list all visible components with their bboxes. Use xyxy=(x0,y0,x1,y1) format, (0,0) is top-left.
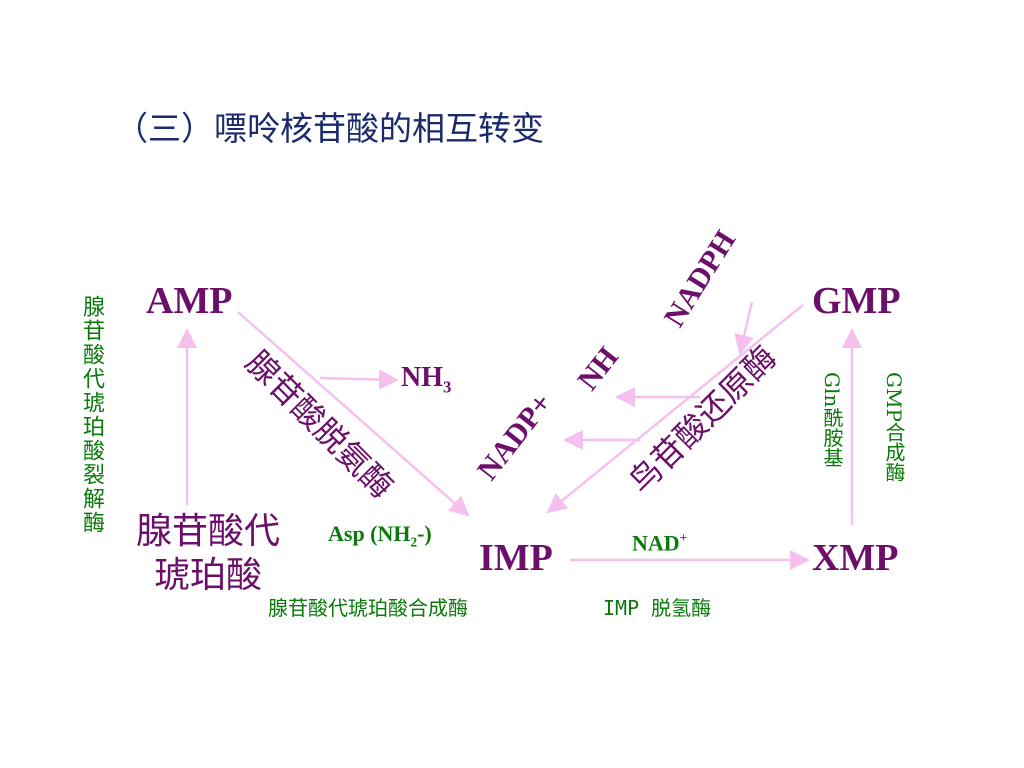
node-adenylosuccinate: 腺苷酸代 琥珀酸 xyxy=(128,510,288,598)
cofactor-asp-suffix: -) xyxy=(417,521,432,546)
cofactor-nad: NAD+ xyxy=(632,530,687,556)
node-adenylosuccinate-line1: 腺苷酸代 xyxy=(135,511,280,552)
cofactor-asp-sub: 2 xyxy=(410,534,418,550)
arrow-gmp-to-imp xyxy=(546,304,804,514)
node-gmp: GMP xyxy=(812,280,901,322)
page-title: （三）嘌呤核苷酸的相互转变 xyxy=(115,109,544,148)
cofactor-nad-base: NAD xyxy=(632,530,680,556)
arrow-branch-to-nh3 xyxy=(319,369,399,390)
node-imp: IMP xyxy=(479,537,553,579)
enzyme-adenylosuccinate-synthetase: 腺苷酸代琥珀酸合成酶 xyxy=(268,596,468,620)
arrow-nadph-in xyxy=(734,301,754,355)
arrow-amp-to-imp xyxy=(237,311,470,517)
cofactor-nh3-sub: 3 xyxy=(443,377,452,397)
enzyme-gmp-synthetase: GMP合成酶 xyxy=(882,372,906,482)
enzyme-adenylosuccinate-lyase: 腺苷酸代琥珀酸裂解酶 xyxy=(79,295,104,535)
cofactor-nh3: NH3 xyxy=(401,362,451,398)
cofactor-asp-prefix: Asp (NH xyxy=(328,521,411,546)
node-xmp: XMP xyxy=(812,537,899,579)
cofactor-nad-sup: + xyxy=(679,530,688,545)
label-gln-amide: Gln酰胺基 xyxy=(820,372,844,468)
node-adenylosuccinate-line2: 琥珀酸 xyxy=(153,555,262,596)
enzyme-imp-dehydrogenase: IMP 脱氢酶 xyxy=(603,596,712,620)
node-amp: AMP xyxy=(146,280,233,322)
cofactor-nh3-base: NH xyxy=(401,362,443,393)
cofactor-asp: Asp (NH2-) xyxy=(328,521,432,550)
